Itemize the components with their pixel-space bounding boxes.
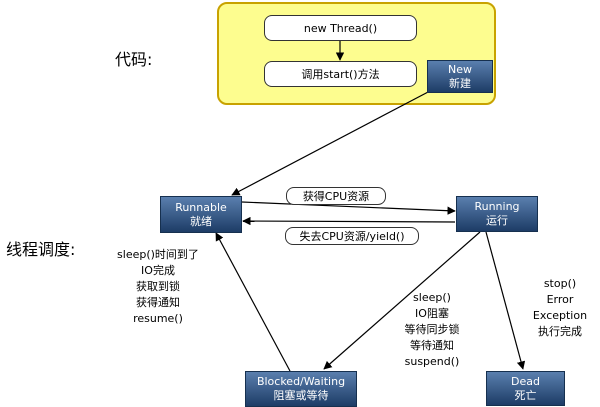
edge-label-get-cpu: 获得CPU资源	[286, 187, 386, 205]
state-running-zh: 运行	[486, 214, 508, 227]
note-blocked-to-runnable: sleep()时间到了 IO完成 获取到锁 获得通知 resume()	[108, 247, 208, 327]
state-running: Running 运行	[456, 196, 538, 232]
new-thread-step: new Thread()	[264, 15, 417, 41]
start-method-step: 调用start()方法	[264, 61, 417, 87]
arrow-running-to-runnable	[242, 216, 456, 226]
scheduling-section-label: 线程调度:	[6, 240, 76, 259]
arrow-runnable-to-running	[241, 201, 456, 215]
state-runnable: Runnable 就绪	[160, 196, 242, 233]
arrow-new-to-runnable	[231, 90, 431, 196]
note-line: stop()	[543, 277, 577, 290]
note-running-to-blocked: sleep() IO阻塞 等待同步锁 等待通知 suspend()	[392, 290, 472, 370]
note-line: sleep()	[413, 291, 451, 304]
state-runnable-zh: 就绪	[190, 214, 212, 228]
state-new: New 新建	[427, 60, 493, 93]
state-dead-zh: 死亡	[514, 388, 537, 402]
note-line: 获取到锁	[136, 280, 180, 293]
state-blocked: Blocked/Waiting 阻塞或等待	[245, 371, 357, 407]
note-line: 等待同步锁	[404, 323, 460, 336]
state-running-en: Running	[474, 200, 520, 213]
note-line: IO完成	[141, 264, 175, 277]
code-section-label: 代码:	[115, 50, 153, 69]
state-new-zh: 新建	[449, 76, 471, 90]
note-line: Error	[546, 293, 574, 306]
state-dead-en: Dead	[511, 374, 540, 388]
state-blocked-zh: 阻塞或等待	[273, 389, 329, 402]
note-line: 执行完成	[538, 325, 582, 338]
edge-label-lose-cpu: 失去CPU资源/yield()	[285, 227, 419, 245]
arrow-blocked-to-runnable	[215, 232, 291, 372]
note-line: IO阻塞	[415, 307, 449, 320]
note-line: sleep()时间到了	[117, 248, 199, 261]
note-line: Exception	[532, 309, 588, 322]
note-line: 等待通知	[410, 339, 454, 352]
state-dead: Dead 死亡	[486, 371, 565, 406]
arrow-running-to-dead	[485, 231, 526, 370]
note-line: suspend()	[404, 355, 460, 368]
note-running-to-dead: stop() Error Exception 执行完成	[525, 276, 595, 340]
note-line: 获得通知	[136, 296, 180, 309]
state-new-en: New	[448, 62, 472, 76]
state-runnable-en: Runnable	[175, 200, 227, 214]
arrow-running-to-blocked	[323, 231, 481, 370]
note-line: resume()	[133, 312, 183, 325]
state-blocked-en: Blocked/Waiting	[256, 375, 346, 388]
